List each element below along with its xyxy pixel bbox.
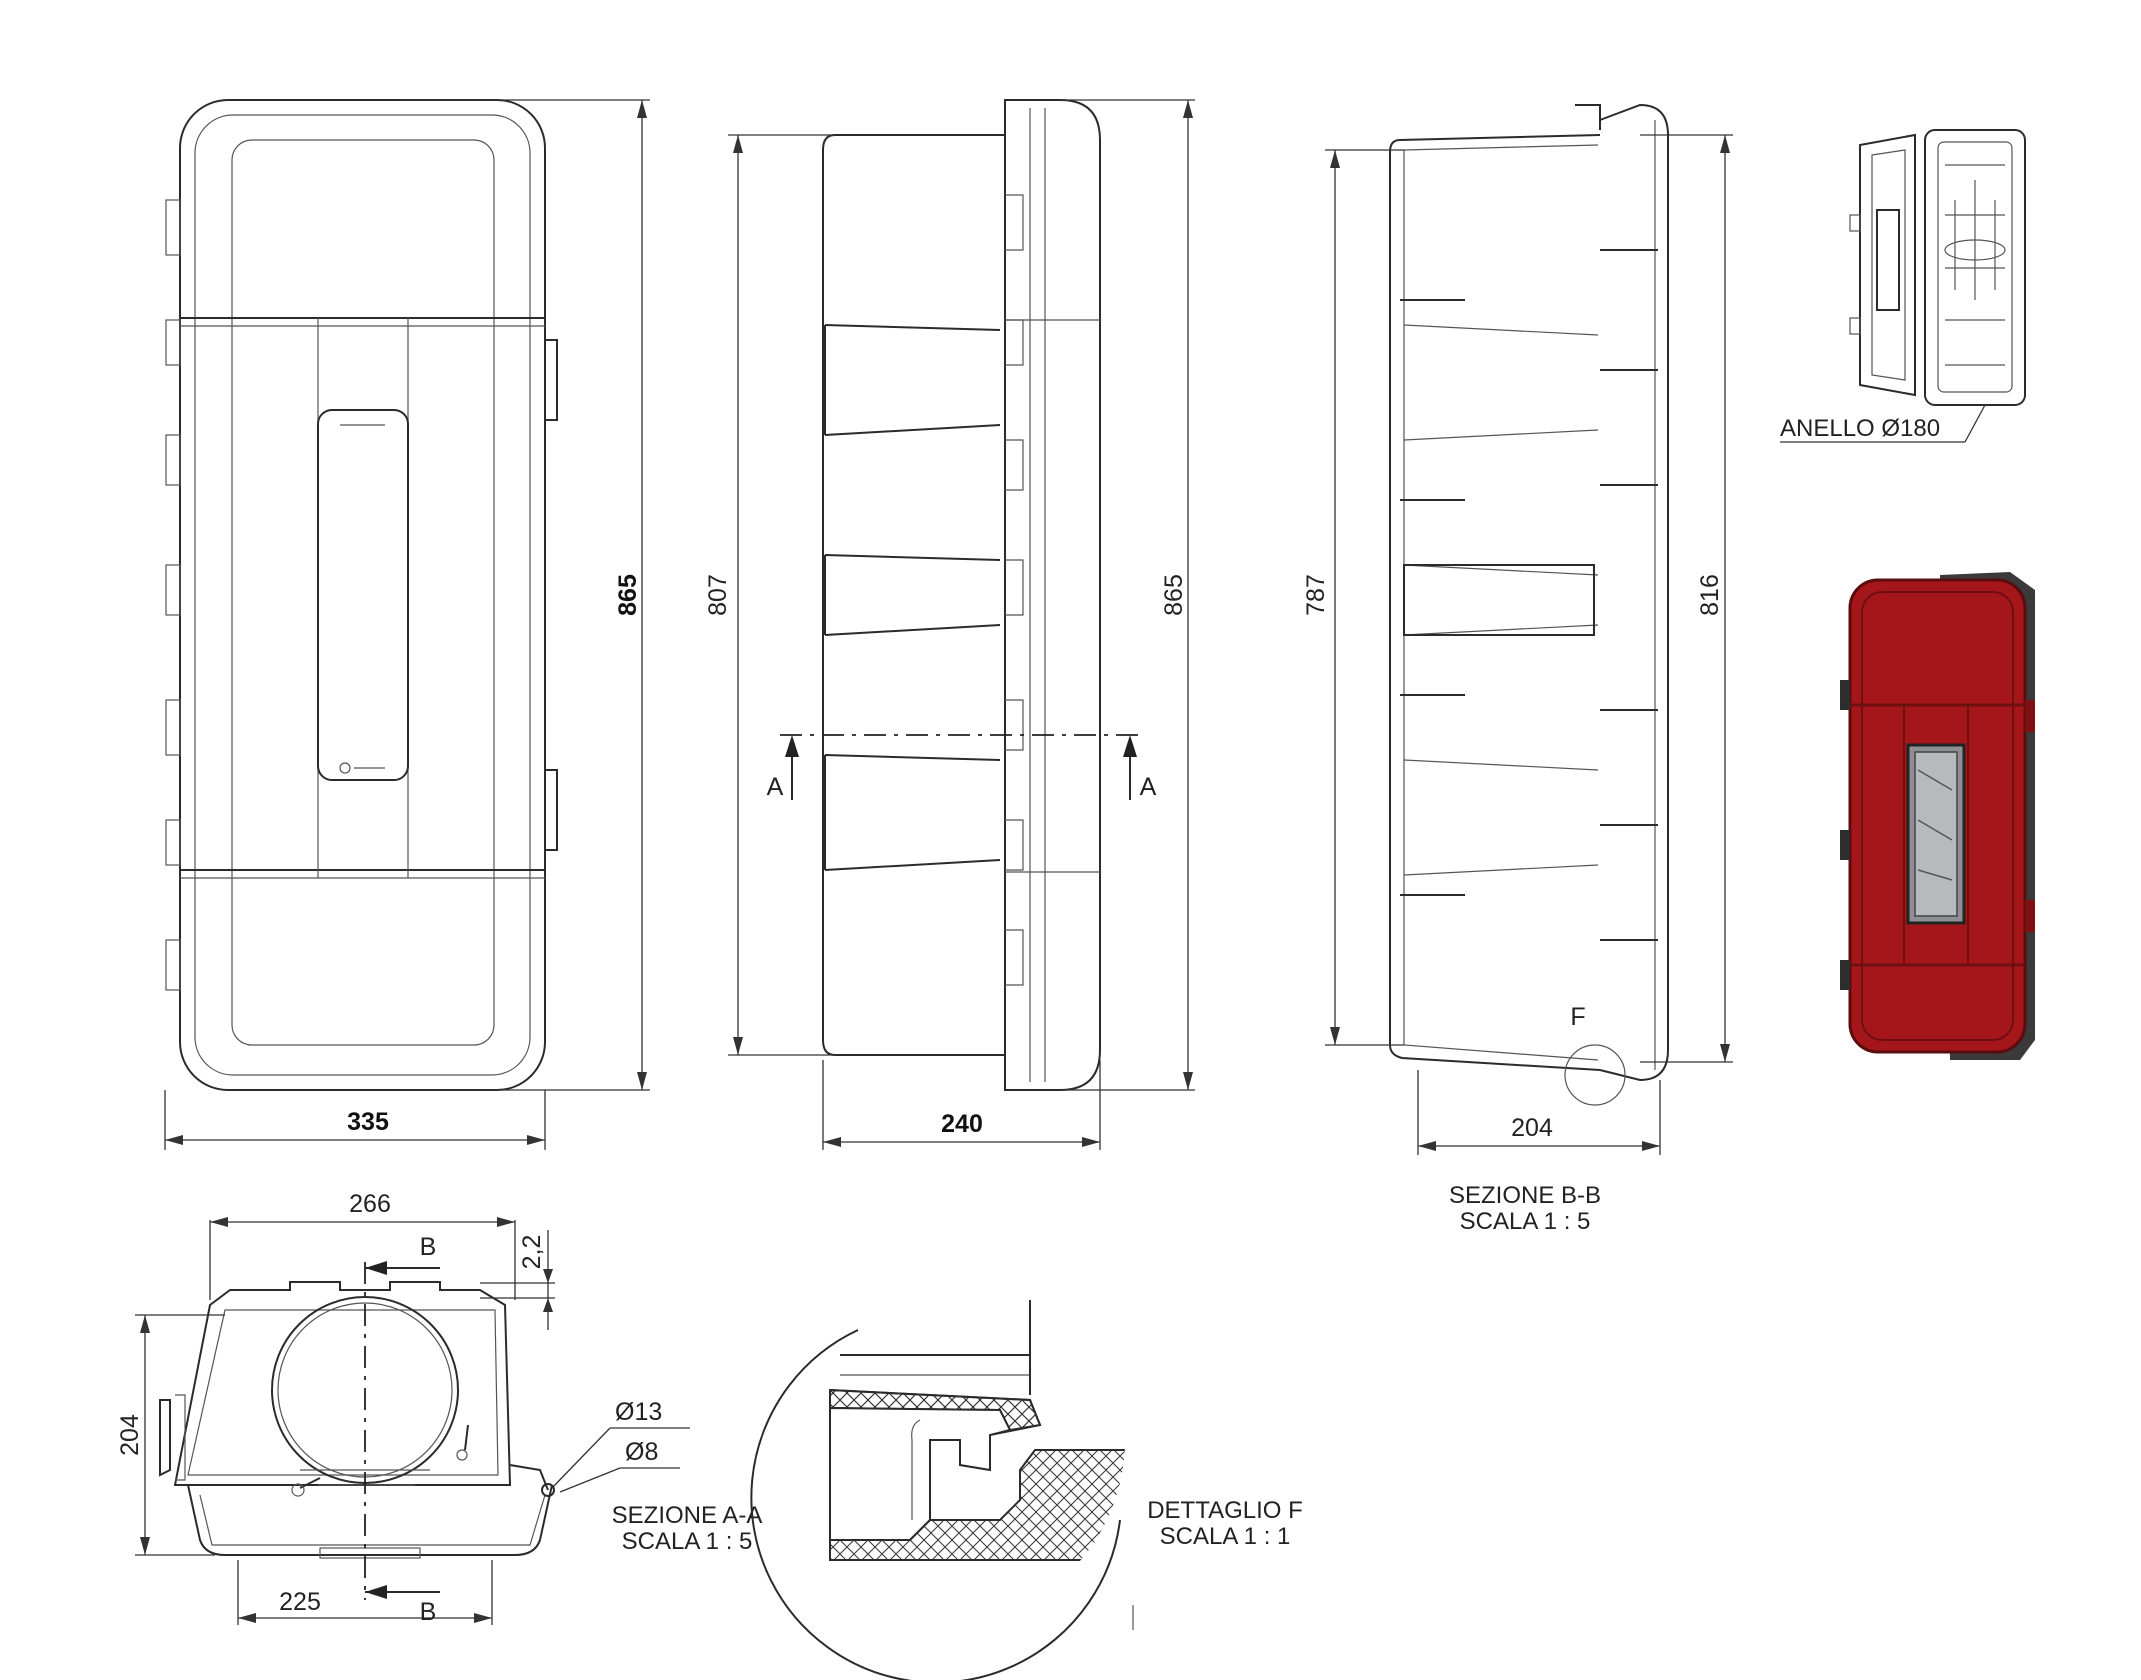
diameter-13-label: Ø13	[615, 1398, 662, 1426]
ring-diameter-label: ANELLO Ø180	[1780, 415, 1940, 442]
section-bb-inner-height-dim: 787	[1302, 574, 1330, 616]
section-aa-caption-scale: SCALA 1 : 5	[622, 1528, 753, 1555]
front-height-dim: 865	[614, 574, 642, 616]
front-width-dim: 335	[347, 1108, 389, 1136]
section-aa-rim-dim: 2,2	[518, 1235, 546, 1270]
detail-f-caption-title: DETTAGLIO F	[1147, 1497, 1303, 1524]
section-aa-depth-dim: 204	[116, 1414, 144, 1456]
side-inner-height-dim: 807	[704, 574, 732, 616]
section-marker-b-top: B	[420, 1233, 437, 1261]
section-bb-depth-dim: 204	[1511, 1114, 1553, 1142]
diameter-8-label: Ø8	[625, 1438, 658, 1466]
section-aa-width-dim: 266	[349, 1190, 391, 1218]
section-aa-caption-title: SEZIONE A-A	[612, 1502, 763, 1529]
section-bb-view	[1325, 103, 1733, 1155]
section-aa-bottom-width-dim: 225	[279, 1588, 321, 1616]
section-bb-caption-title: SEZIONE B-B	[1449, 1182, 1601, 1209]
open-cabinet-thumbnail	[1780, 129, 2026, 443]
detail-f-caption-scale: SCALA 1 : 1	[1160, 1523, 1291, 1550]
side-view	[728, 99, 1195, 1150]
side-outer-height-dim: 865	[1160, 574, 1188, 616]
detail-marker-f: F	[1570, 1003, 1585, 1031]
section-marker-b-bottom: B	[420, 1598, 437, 1626]
detail-f-view	[750, 1300, 1134, 1680]
section-bb-caption-scale: SCALA 1 : 5	[1460, 1208, 1591, 1235]
front-view	[164, 99, 650, 1150]
side-depth-dim: 240	[941, 1110, 983, 1138]
section-bb-outer-height-dim: 816	[1696, 574, 1724, 616]
section-marker-a-left: A	[767, 773, 784, 801]
red-cabinet-render	[1840, 572, 2035, 1060]
section-marker-a-right: A	[1140, 773, 1157, 801]
section-aa-view	[135, 1217, 690, 1625]
